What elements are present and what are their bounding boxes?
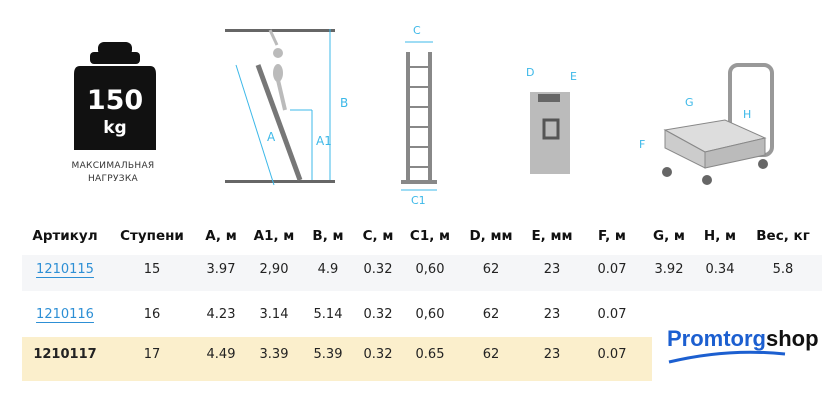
ladder-front-diagram: C C1 <box>401 24 437 207</box>
table-cell: 62 <box>482 347 500 362</box>
label-D: D <box>526 66 534 79</box>
table-cell: 5.39 <box>313 347 343 362</box>
caption-line: НАГРУЗКА <box>87 174 139 184</box>
label-C1: C1 <box>411 194 426 207</box>
weight-caption: МАКСИМАЛЬНАЯ НАГРУЗКА <box>58 160 168 186</box>
table-cell: 0,60 <box>415 307 445 322</box>
table-cell: 62 <box>482 262 500 277</box>
col-h: H, м <box>703 228 737 244</box>
label-E: E <box>570 70 577 83</box>
col-b: B, м <box>312 228 344 244</box>
table-cell: 0,60 <box>415 262 445 277</box>
article-link[interactable]: 1210116 <box>36 307 94 322</box>
caption-line: МАКСИМАЛЬНАЯ <box>71 161 155 171</box>
table-row-highlight <box>22 337 652 381</box>
label-H: H <box>743 108 751 121</box>
promtorgshop-logo[interactable]: Promtorgshop <box>667 326 819 364</box>
logo-swoosh-icon <box>668 350 786 364</box>
table-cell: 3.14 <box>259 307 289 322</box>
table-cell: 2,90 <box>259 262 289 277</box>
table-cell: 4.9 <box>317 262 339 277</box>
col-steps: Ступени <box>120 228 184 244</box>
article-current: 1210117 <box>33 347 97 362</box>
table-cell: 62 <box>482 307 500 322</box>
weight-value: 150 <box>86 85 144 116</box>
table-cell: 16 <box>143 307 161 322</box>
table-cell: 0.65 <box>415 347 445 362</box>
table-cell: 3.97 <box>206 262 236 277</box>
table-cell: 0.07 <box>597 307 627 322</box>
col-f: F, м <box>598 228 626 244</box>
table-cell: 0.07 <box>597 262 627 277</box>
weight-icon <box>74 42 156 150</box>
table-cell: 0.34 <box>705 262 735 277</box>
col-article: Артикул <box>32 228 98 244</box>
col-g: G, м <box>653 228 685 244</box>
table-cell: 0.32 <box>363 262 393 277</box>
col-c1: C1, м <box>409 228 451 244</box>
label-G: G <box>685 96 694 109</box>
table-cell: 5.8 <box>772 262 794 277</box>
table-cell: 0.32 <box>363 307 393 322</box>
col-c: C, м <box>362 228 394 244</box>
article-link[interactable]: 1210115 <box>36 262 94 277</box>
table-cell: 3.39 <box>259 347 289 362</box>
table-cell: 3.92 <box>654 262 684 277</box>
trolley-diagram: G H F <box>639 63 774 185</box>
label-A: A <box>267 130 276 144</box>
table-cell: 4.23 <box>206 307 236 322</box>
label-F: F <box>639 138 645 151</box>
ladder-side-diagram: B A1 A <box>225 29 348 186</box>
label-C: C <box>413 24 421 37</box>
table-row-bg <box>22 255 822 291</box>
label-B: B <box>340 96 348 110</box>
col-weight: Вес, кг <box>756 228 810 244</box>
col-d: D, мм <box>469 228 513 244</box>
col-a1: A1, м <box>253 228 295 244</box>
col-e: E, мм <box>531 228 573 244</box>
weight-unit: kg <box>103 118 127 138</box>
col-a: A, м <box>205 228 237 244</box>
logo-part1: Promtorg <box>667 326 766 351</box>
table-cell: 23 <box>543 262 561 277</box>
table-cell: 23 <box>543 347 561 362</box>
profile-diagram: D E <box>526 66 577 174</box>
logo-part2: shop <box>766 326 819 351</box>
label-A1: A1 <box>316 134 332 148</box>
table-cell: 23 <box>543 307 561 322</box>
table-cell: 5.14 <box>313 307 343 322</box>
table-cell: 15 <box>143 262 161 277</box>
table-cell: 4.49 <box>206 347 236 362</box>
table-cell: 17 <box>143 347 161 362</box>
table-cell: 0.32 <box>363 347 393 362</box>
table-cell: 0.07 <box>597 347 627 362</box>
